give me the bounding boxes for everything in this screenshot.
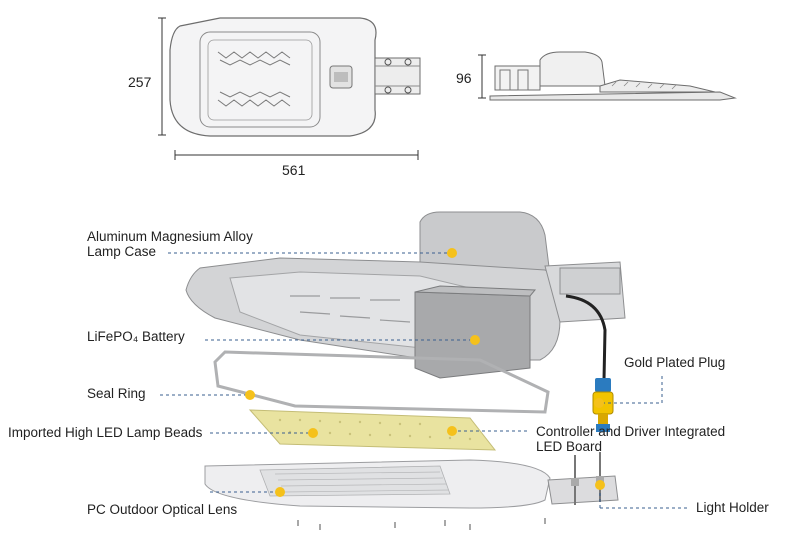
label-battery: LiFePO₄ Battery	[87, 329, 185, 344]
label-controller-line2: LED Board	[536, 439, 603, 454]
label-holder: Light Holder	[696, 500, 769, 515]
height-dimension-label: 96	[456, 70, 472, 86]
width-dimension-label: 257	[128, 74, 152, 90]
label-plug: Gold Plated Plug	[624, 355, 726, 370]
label-lamp-case-line1: Aluminum Magnesium Alloy	[87, 229, 253, 244]
leader-lines	[160, 252, 690, 509]
marker-lens	[275, 487, 285, 497]
screws	[297, 518, 546, 530]
marker-lamp-case	[447, 248, 457, 258]
length-dimension-label: 561	[282, 162, 306, 178]
label-controller-line1: Controller and Driver Integrated	[536, 424, 726, 439]
label-lamp-case-line2: Lamp Case	[87, 244, 157, 259]
marker-plug	[594, 398, 604, 408]
led-board-part	[248, 409, 497, 451]
top-view	[169, 17, 421, 137]
marker-battery	[470, 335, 480, 345]
label-led-beads: Imported High LED Lamp Beads	[8, 425, 203, 440]
light-holder-part	[547, 452, 619, 505]
label-seal-ring: Seal Ring	[87, 386, 146, 401]
width-dimension-line	[158, 17, 166, 136]
marker-seal-ring	[245, 390, 255, 400]
label-controller: Controller and Driver Integrated LED Boa…	[536, 424, 725, 454]
markers	[245, 248, 605, 497]
side-view	[489, 51, 737, 101]
marker-holder	[595, 480, 605, 490]
marker-controller	[447, 426, 457, 436]
marker-led-beads	[308, 428, 318, 438]
height-dimension-line	[478, 54, 486, 99]
label-lamp-case: Aluminum Magnesium Alloy Lamp Case	[87, 229, 253, 259]
optical-lens-part	[204, 459, 551, 509]
label-lens: PC Outdoor Optical Lens	[87, 502, 238, 517]
cable	[565, 294, 607, 381]
battery-part	[414, 285, 537, 379]
seal-ring-part	[213, 350, 550, 414]
length-dimension-line	[174, 150, 419, 160]
